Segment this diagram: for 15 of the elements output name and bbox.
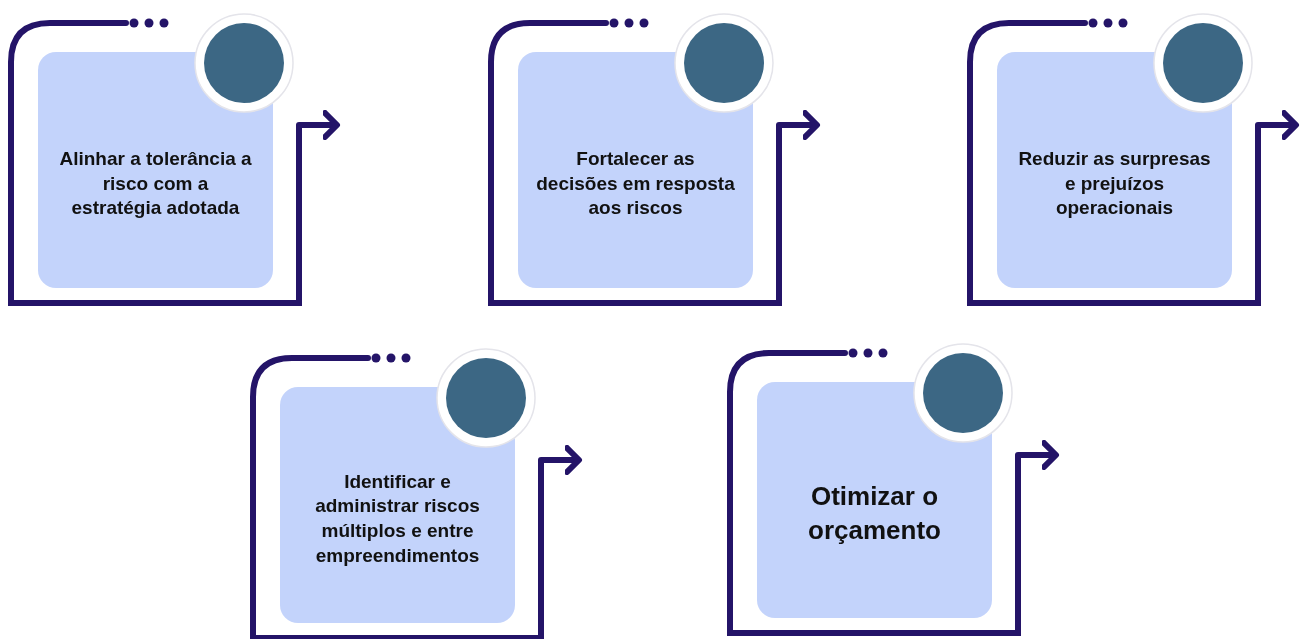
step-text: Alinhar a tolerância a risco com a estratégia adotada <box>58 146 253 221</box>
arrow <box>779 110 820 140</box>
step-text: Identificar e administrar riscos múltiplos e entre empreendimentos <box>314 469 481 568</box>
step-card <box>8 15 304 307</box>
arrow <box>541 445 582 475</box>
step-text: Otimizar o orçamento <box>807 480 942 547</box>
step-card <box>250 350 546 639</box>
arrow <box>1018 440 1059 470</box>
step-card <box>488 15 784 307</box>
step-text: Fortalecer as decisões em resposta aos riscos <box>535 146 736 221</box>
arrow <box>299 110 340 140</box>
step-card <box>967 15 1263 307</box>
step-card <box>727 345 1023 637</box>
arrow <box>1258 110 1299 140</box>
step-text: Reduzir as surpresas e prejuízos operacionais <box>1017 146 1212 221</box>
